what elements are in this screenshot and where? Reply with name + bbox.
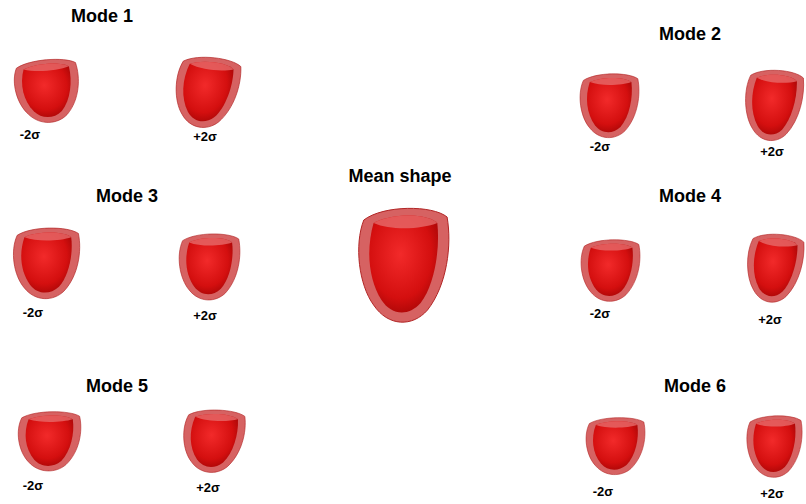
lv-shape	[18, 412, 81, 471]
lv-shape	[580, 74, 639, 138]
lv-shape	[743, 231, 805, 305]
mode-title: Mode 5	[86, 377, 148, 397]
lv-shape	[170, 54, 243, 132]
sigma-label: +2σ	[760, 487, 784, 501]
lv-shape	[586, 418, 645, 475]
sigma-label: +2σ	[758, 313, 782, 327]
sigma-label: -2σ	[23, 306, 43, 320]
mode-title: Mode 4	[659, 187, 721, 207]
sigma-label: -2σ	[23, 479, 43, 493]
mode-title: Mode 1	[71, 7, 133, 27]
sigma-label: -2σ	[590, 140, 610, 154]
mean-title: Mean shape	[348, 167, 451, 187]
lv-shape	[359, 208, 449, 322]
mode-title: Mode 6	[664, 377, 726, 397]
sigma-label: -2σ	[593, 485, 613, 499]
sigma-label: -2σ	[590, 307, 610, 321]
lv-shape	[581, 240, 640, 301]
lv-shape	[13, 228, 79, 299]
sigma-label: +2σ	[196, 481, 220, 495]
sigma-label: +2σ	[193, 130, 217, 144]
sigma-label: +2σ	[193, 309, 217, 323]
mode-title: Mode 2	[659, 25, 721, 45]
lv-shape	[181, 408, 247, 474]
sigma-label: +2σ	[760, 145, 784, 159]
lv-shape	[747, 416, 802, 477]
lv-shape	[179, 234, 240, 300]
sigma-label: -2σ	[20, 128, 40, 142]
lv-shape	[742, 68, 805, 143]
mode-title: Mode 3	[96, 187, 158, 207]
lv-shape	[12, 58, 83, 125]
